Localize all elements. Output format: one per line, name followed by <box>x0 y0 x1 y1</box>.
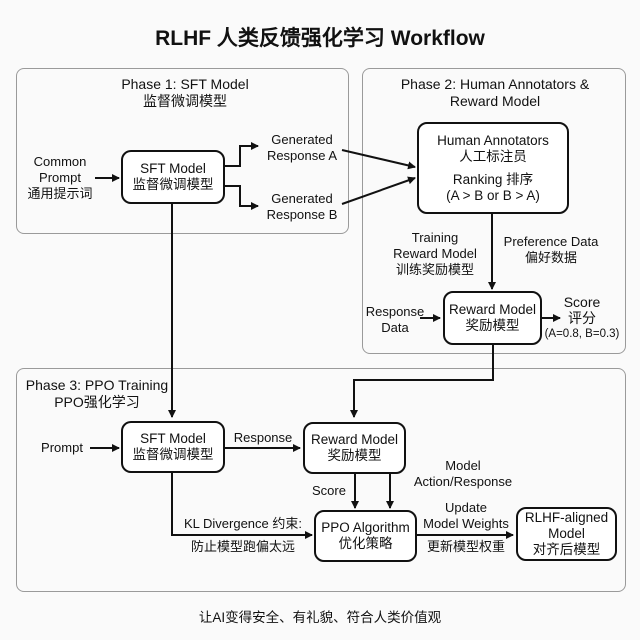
preference-data-label: Preference Data 偏好数据 <box>498 234 604 266</box>
kl-line-2: 防止模型跑偏太远 <box>190 539 295 554</box>
phase-3-label: Phase 3: PPO Training PPO强化学习 <box>22 377 172 411</box>
update-line-2: Model Weights <box>423 516 509 531</box>
ranking-label: Ranking 排序 <box>452 171 534 187</box>
node-subtitle: 监督微调模型 <box>132 447 214 462</box>
arrow-response-b-to-annotators <box>341 176 416 205</box>
score-line-2: 评分 <box>568 310 596 326</box>
training-reward-model-label: Training Reward Model 训练奖励模型 <box>390 230 480 278</box>
phase3-reward-model-node[interactable]: Reward Model 奖励模型 <box>303 422 406 474</box>
update-weights-label: Update Model Weights 更新模型权重 <box>418 500 514 555</box>
arrow-sft-to-response-a <box>225 142 259 167</box>
response-a-line-2: Response A <box>266 148 338 163</box>
ppo-algorithm-node[interactable]: PPO Algorithm 优化策略 <box>314 510 417 562</box>
kl-line-1: KL Divergence 约束: <box>183 516 302 531</box>
update-line-1: Update <box>445 500 487 515</box>
common-prompt-line-2: Prompt <box>39 170 81 185</box>
footer-caption: 让AI变得安全、有礼貌、符合人类价值观 <box>198 610 442 625</box>
preference-line-2: 偏好数据 <box>524 250 577 265</box>
arrow-reward-to-phase3-reward <box>350 345 494 418</box>
annotators-subtitle: 人工标注员 <box>459 148 527 164</box>
node-subtitle: 奖励模型 <box>327 448 382 463</box>
model-action-label: Model Action/Response <box>408 458 518 490</box>
diagram-title: RLHF 人类反馈强化学习 Workflow <box>155 27 485 50</box>
phase-2-title: Phase 2: Human Annotators & <box>400 76 590 92</box>
phase-3-subtitle: PPO强化学习 <box>54 394 140 410</box>
action-line-1: Model <box>445 458 481 473</box>
kl-divergence-label: KL Divergence 约束: 防止模型跑偏太远 <box>178 516 308 555</box>
phase-2-subtitle: Reward Model <box>449 93 541 109</box>
node-title: SFT Model <box>140 161 206 176</box>
ranking-options: (A > B or B > A) <box>446 187 540 203</box>
score-label: Score 评分 (A=0.8, B=0.3) <box>540 294 624 342</box>
response-b-line-2: Response B <box>266 207 338 222</box>
preference-line-1: Preference Data <box>503 234 599 249</box>
phase1-sft-model-node[interactable]: SFT Model 监督微调模型 <box>121 150 225 204</box>
response-a-line-1: Generated <box>271 132 333 147</box>
training-line-2: Reward Model <box>393 246 477 261</box>
node-title: SFT Model <box>140 431 206 446</box>
prompt-label: Prompt <box>41 440 83 455</box>
node-subtitle: 监督微调模型 <box>132 177 214 192</box>
phase2-reward-model-node[interactable]: Reward Model 奖励模型 <box>443 291 542 345</box>
phase3-score-label: Score <box>312 483 346 498</box>
generated-response-b-label: Generated Response B <box>258 191 346 223</box>
action-line-2: Action/Response <box>413 474 513 489</box>
node-subtitle: 优化策略 <box>338 536 393 551</box>
rlhf-aligned-model-node[interactable]: RLHF-aligned Model 对齐后模型 <box>516 507 617 561</box>
node-title: Reward Model <box>448 302 537 317</box>
common-prompt-line-1: Common <box>33 154 87 169</box>
node-title: PPO Algorithm <box>321 520 410 535</box>
human-annotators-node[interactable]: Human Annotators 人工标注员 Ranking 排序 (A > B… <box>417 122 569 214</box>
phase-2-label: Phase 2: Human Annotators & Reward Model <box>380 76 610 110</box>
node-title: RLHF-aligned <box>524 510 609 525</box>
score-values: (A=0.8, B=0.3) <box>544 328 620 340</box>
generated-response-a-label: Generated Response A <box>258 132 346 164</box>
arrow-response-a-to-annotators <box>341 149 416 170</box>
training-line-1: Training <box>411 230 459 245</box>
phase-1-label: Phase 1: SFT Model 监督微调模型 <box>90 76 280 110</box>
response-b-line-1: Generated <box>271 191 333 206</box>
training-line-3: 训练奖励模型 <box>395 262 474 277</box>
phase3-sft-model-node[interactable]: SFT Model 监督微调模型 <box>121 421 225 473</box>
arrow-sft-to-response-b <box>225 185 259 210</box>
common-prompt-line-3: 通用提示词 <box>27 186 93 201</box>
phase-1-subtitle: 监督微调模型 <box>143 93 227 109</box>
common-prompt-label: Common Prompt 通用提示词 <box>20 154 100 202</box>
update-line-3: 更新模型权重 <box>426 539 505 554</box>
node-subtitle: 奖励模型 <box>465 318 520 333</box>
response-data-line-1: Response <box>365 304 425 319</box>
phase-1-title: Phase 1: SFT Model <box>121 76 249 92</box>
score-line-1: Score <box>563 294 601 310</box>
response-label: Response <box>233 430 293 445</box>
phase-3-title: Phase 3: PPO Training <box>25 377 169 393</box>
node-title-2: Model <box>548 526 585 541</box>
node-subtitle: 对齐后模型 <box>532 542 601 557</box>
response-data-line-2: Data <box>381 320 409 335</box>
response-data-label: Response Data <box>364 304 426 336</box>
node-title: Reward Model <box>310 432 399 447</box>
annotators-title: Human Annotators <box>437 132 549 148</box>
arrow-kl-to-ppo <box>171 473 313 539</box>
